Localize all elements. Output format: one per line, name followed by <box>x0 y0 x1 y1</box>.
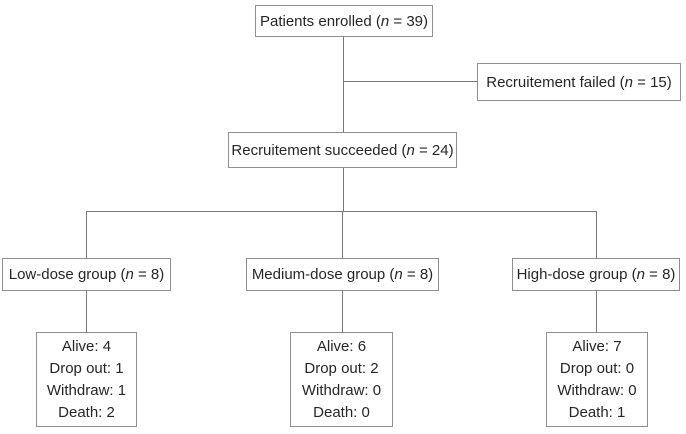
outcome-line-death: Death: 1 <box>568 403 626 421</box>
connector-split-to-medium <box>342 211 343 258</box>
n-variable: n <box>394 266 403 283</box>
connector-split-bar <box>86 211 596 212</box>
node-label: Low-dose group (n = 8) <box>9 266 165 283</box>
label-text: High-dose group ( <box>516 266 637 283</box>
node-medium-dose-group: Medium-dose group (n = 8) <box>246 258 439 291</box>
n-variable: n <box>624 73 633 91</box>
connector-split-to-low <box>86 211 87 258</box>
label-text: = 15) <box>632 73 672 91</box>
outcome-line-withdraw: Withdraw: 0 <box>301 381 382 399</box>
node-label: High-dose group (n = 8) <box>517 266 676 283</box>
connector-enrolled-to-succeeded <box>343 37 344 132</box>
label-text: = 8) <box>133 266 165 283</box>
node-label: Recruitement succeeded (n = 24) <box>231 142 453 159</box>
connector-low-to-outcomes <box>86 291 87 332</box>
outcome-line-alive: Alive: 7 <box>572 337 622 355</box>
n-variable: n <box>380 12 390 30</box>
connector-medium-to-outcomes <box>342 291 343 332</box>
connector-succeeded-to-split <box>343 168 344 212</box>
node-low-dose-outcomes: Alive: 4 Drop out: 1 Withdraw: 1 Death: … <box>36 332 137 427</box>
node-label: Patients enrolled (n = 39) <box>260 13 428 30</box>
label-text: Medium-dose group ( <box>251 266 395 283</box>
node-recruitment-failed: Recruitement failed (n = 15) <box>477 63 681 101</box>
label-text: = 39) <box>389 12 429 30</box>
outcome-line-death: Death: 0 <box>313 403 370 421</box>
connector-split-to-high <box>596 211 597 258</box>
outcome-line-dropout: Drop out: 0 <box>559 359 635 377</box>
connector-branch-to-failed <box>343 81 477 82</box>
label-text: = 8) <box>644 266 676 283</box>
label-text: Low-dose group ( <box>8 266 126 283</box>
n-variable: n <box>125 266 134 283</box>
n-variable: n <box>636 266 645 283</box>
node-label: Recruitement failed (n = 15) <box>486 74 672 91</box>
connector-high-to-outcomes <box>596 291 597 332</box>
outcome-line-death: Death: 2 <box>58 403 115 421</box>
node-high-dose-outcomes: Alive: 7 Drop out: 0 Withdraw: 0 Death: … <box>546 332 648 427</box>
node-medium-dose-outcomes: Alive: 6 Drop out: 2 Withdraw: 0 Death: … <box>290 332 393 427</box>
label-text: Recruitement failed ( <box>486 73 625 91</box>
node-high-dose-group: High-dose group (n = 8) <box>512 258 680 291</box>
node-patients-enrolled: Patients enrolled (n = 39) <box>255 5 433 37</box>
outcome-line-dropout: Drop out: 1 <box>49 359 124 377</box>
node-recruitment-succeeded: Recruitement succeeded (n = 24) <box>228 132 457 168</box>
outcome-line-withdraw: Withdraw: 0 <box>557 381 637 399</box>
label-text: = 24) <box>414 141 454 159</box>
node-label: Medium-dose group (n = 8) <box>252 266 433 283</box>
outcome-line-dropout: Drop out: 2 <box>304 359 379 377</box>
outcome-line-withdraw: Withdraw: 1 <box>46 381 127 399</box>
n-variable: n <box>406 141 415 159</box>
outcome-line-alive: Alive: 4 <box>61 337 112 355</box>
label-text: Patients enrolled ( <box>259 12 381 30</box>
outcome-line-alive: Alive: 6 <box>316 337 367 355</box>
label-text: = 8) <box>402 266 434 283</box>
label-text: Recruitement succeeded ( <box>231 141 407 159</box>
node-low-dose-group: Low-dose group (n = 8) <box>2 258 171 291</box>
